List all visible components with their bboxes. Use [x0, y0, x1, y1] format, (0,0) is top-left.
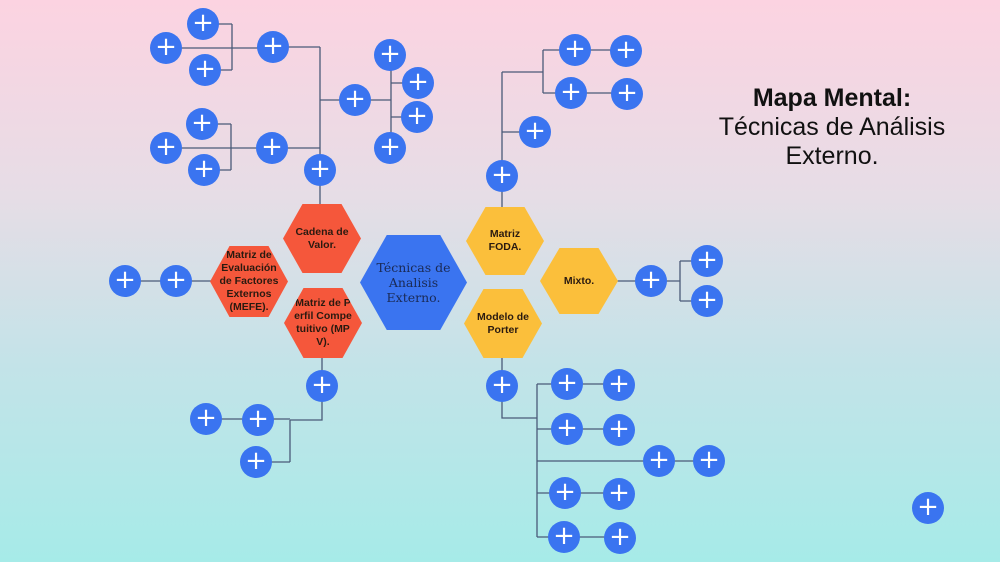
branch-mefe[interactable]: Matriz de Evaluación de Factores Externo… — [210, 246, 288, 317]
expand-plus-icon[interactable]: + — [486, 370, 518, 402]
expand-plus-icon[interactable]: + — [603, 369, 635, 401]
expand-plus-icon[interactable]: + — [242, 404, 274, 436]
central-topic-label: Técnicas de Analisis Externo. — [376, 260, 451, 305]
expand-plus-icon[interactable]: + — [150, 32, 182, 64]
expand-plus-icon[interactable]: + — [548, 521, 580, 553]
branch-label: Matriz de Perfil Competuitivo (MPV). — [294, 297, 352, 348]
expand-plus-icon[interactable]: + — [188, 154, 220, 186]
expand-plus-icon[interactable]: + — [190, 403, 222, 435]
expand-plus-icon[interactable]: + — [635, 265, 667, 297]
expand-plus-icon[interactable]: + — [374, 132, 406, 164]
expand-plus-icon[interactable]: + — [189, 54, 221, 86]
expand-plus-icon[interactable]: + — [691, 285, 723, 317]
expand-plus-icon[interactable]: + — [551, 413, 583, 445]
page-title: Mapa Mental:Técnicas de Análisis Externo… — [712, 84, 952, 171]
expand-plus-icon[interactable]: + — [693, 445, 725, 477]
expand-plus-icon[interactable]: + — [306, 370, 338, 402]
branch-modelo-de-porter[interactable]: Modelo de Porter — [464, 289, 542, 358]
expand-plus-icon[interactable]: + — [603, 414, 635, 446]
expand-plus-icon[interactable]: + — [603, 478, 635, 510]
title-bold: Mapa Mental: — [752, 84, 912, 112]
expand-plus-icon[interactable]: + — [549, 477, 581, 509]
central-topic[interactable]: Técnicas de Analisis Externo. — [360, 235, 467, 330]
expand-plus-icon[interactable]: + — [240, 446, 272, 478]
title-subtitle: Técnicas de Análisis Externo. — [718, 113, 946, 170]
expand-plus-icon[interactable]: + — [186, 108, 218, 140]
expand-plus-icon[interactable]: + — [150, 132, 182, 164]
expand-plus-icon[interactable]: + — [691, 245, 723, 277]
branch-label: Matriz de Evaluación de Factores Externo… — [219, 249, 279, 313]
expand-plus-icon[interactable]: + — [187, 8, 219, 40]
branch-label: Cadena de Valor. — [295, 225, 349, 251]
expand-plus-icon[interactable]: + — [374, 39, 406, 71]
expand-plus-icon[interactable]: + — [257, 31, 289, 63]
expand-plus-icon[interactable]: + — [555, 77, 587, 109]
expand-plus-icon[interactable]: + — [256, 132, 288, 164]
expand-plus-icon[interactable]: + — [402, 67, 434, 99]
expand-plus-icon[interactable]: + — [551, 368, 583, 400]
expand-plus-icon[interactable]: + — [339, 84, 371, 116]
expand-plus-icon[interactable]: + — [912, 492, 944, 524]
branch-label: Modelo de Porter — [477, 310, 529, 336]
expand-plus-icon[interactable]: + — [401, 101, 433, 133]
branch-label: Matriz FODA. — [488, 228, 522, 253]
branch-label: Mixto. — [563, 274, 595, 287]
expand-plus-icon[interactable]: + — [109, 265, 141, 297]
expand-plus-icon[interactable]: + — [519, 116, 551, 148]
expand-plus-icon[interactable]: + — [304, 154, 336, 186]
expand-plus-icon[interactable]: + — [486, 160, 518, 192]
expand-plus-icon[interactable]: + — [610, 35, 642, 67]
branch-mixto[interactable]: Mixto. — [540, 248, 618, 314]
branch-cadena-de-valor[interactable]: Cadena de Valor. — [283, 204, 361, 273]
expand-plus-icon[interactable]: + — [611, 78, 643, 110]
expand-plus-icon[interactable]: + — [559, 34, 591, 66]
expand-plus-icon[interactable]: + — [160, 265, 192, 297]
expand-plus-icon[interactable]: + — [643, 445, 675, 477]
expand-plus-icon[interactable]: + — [604, 522, 636, 554]
